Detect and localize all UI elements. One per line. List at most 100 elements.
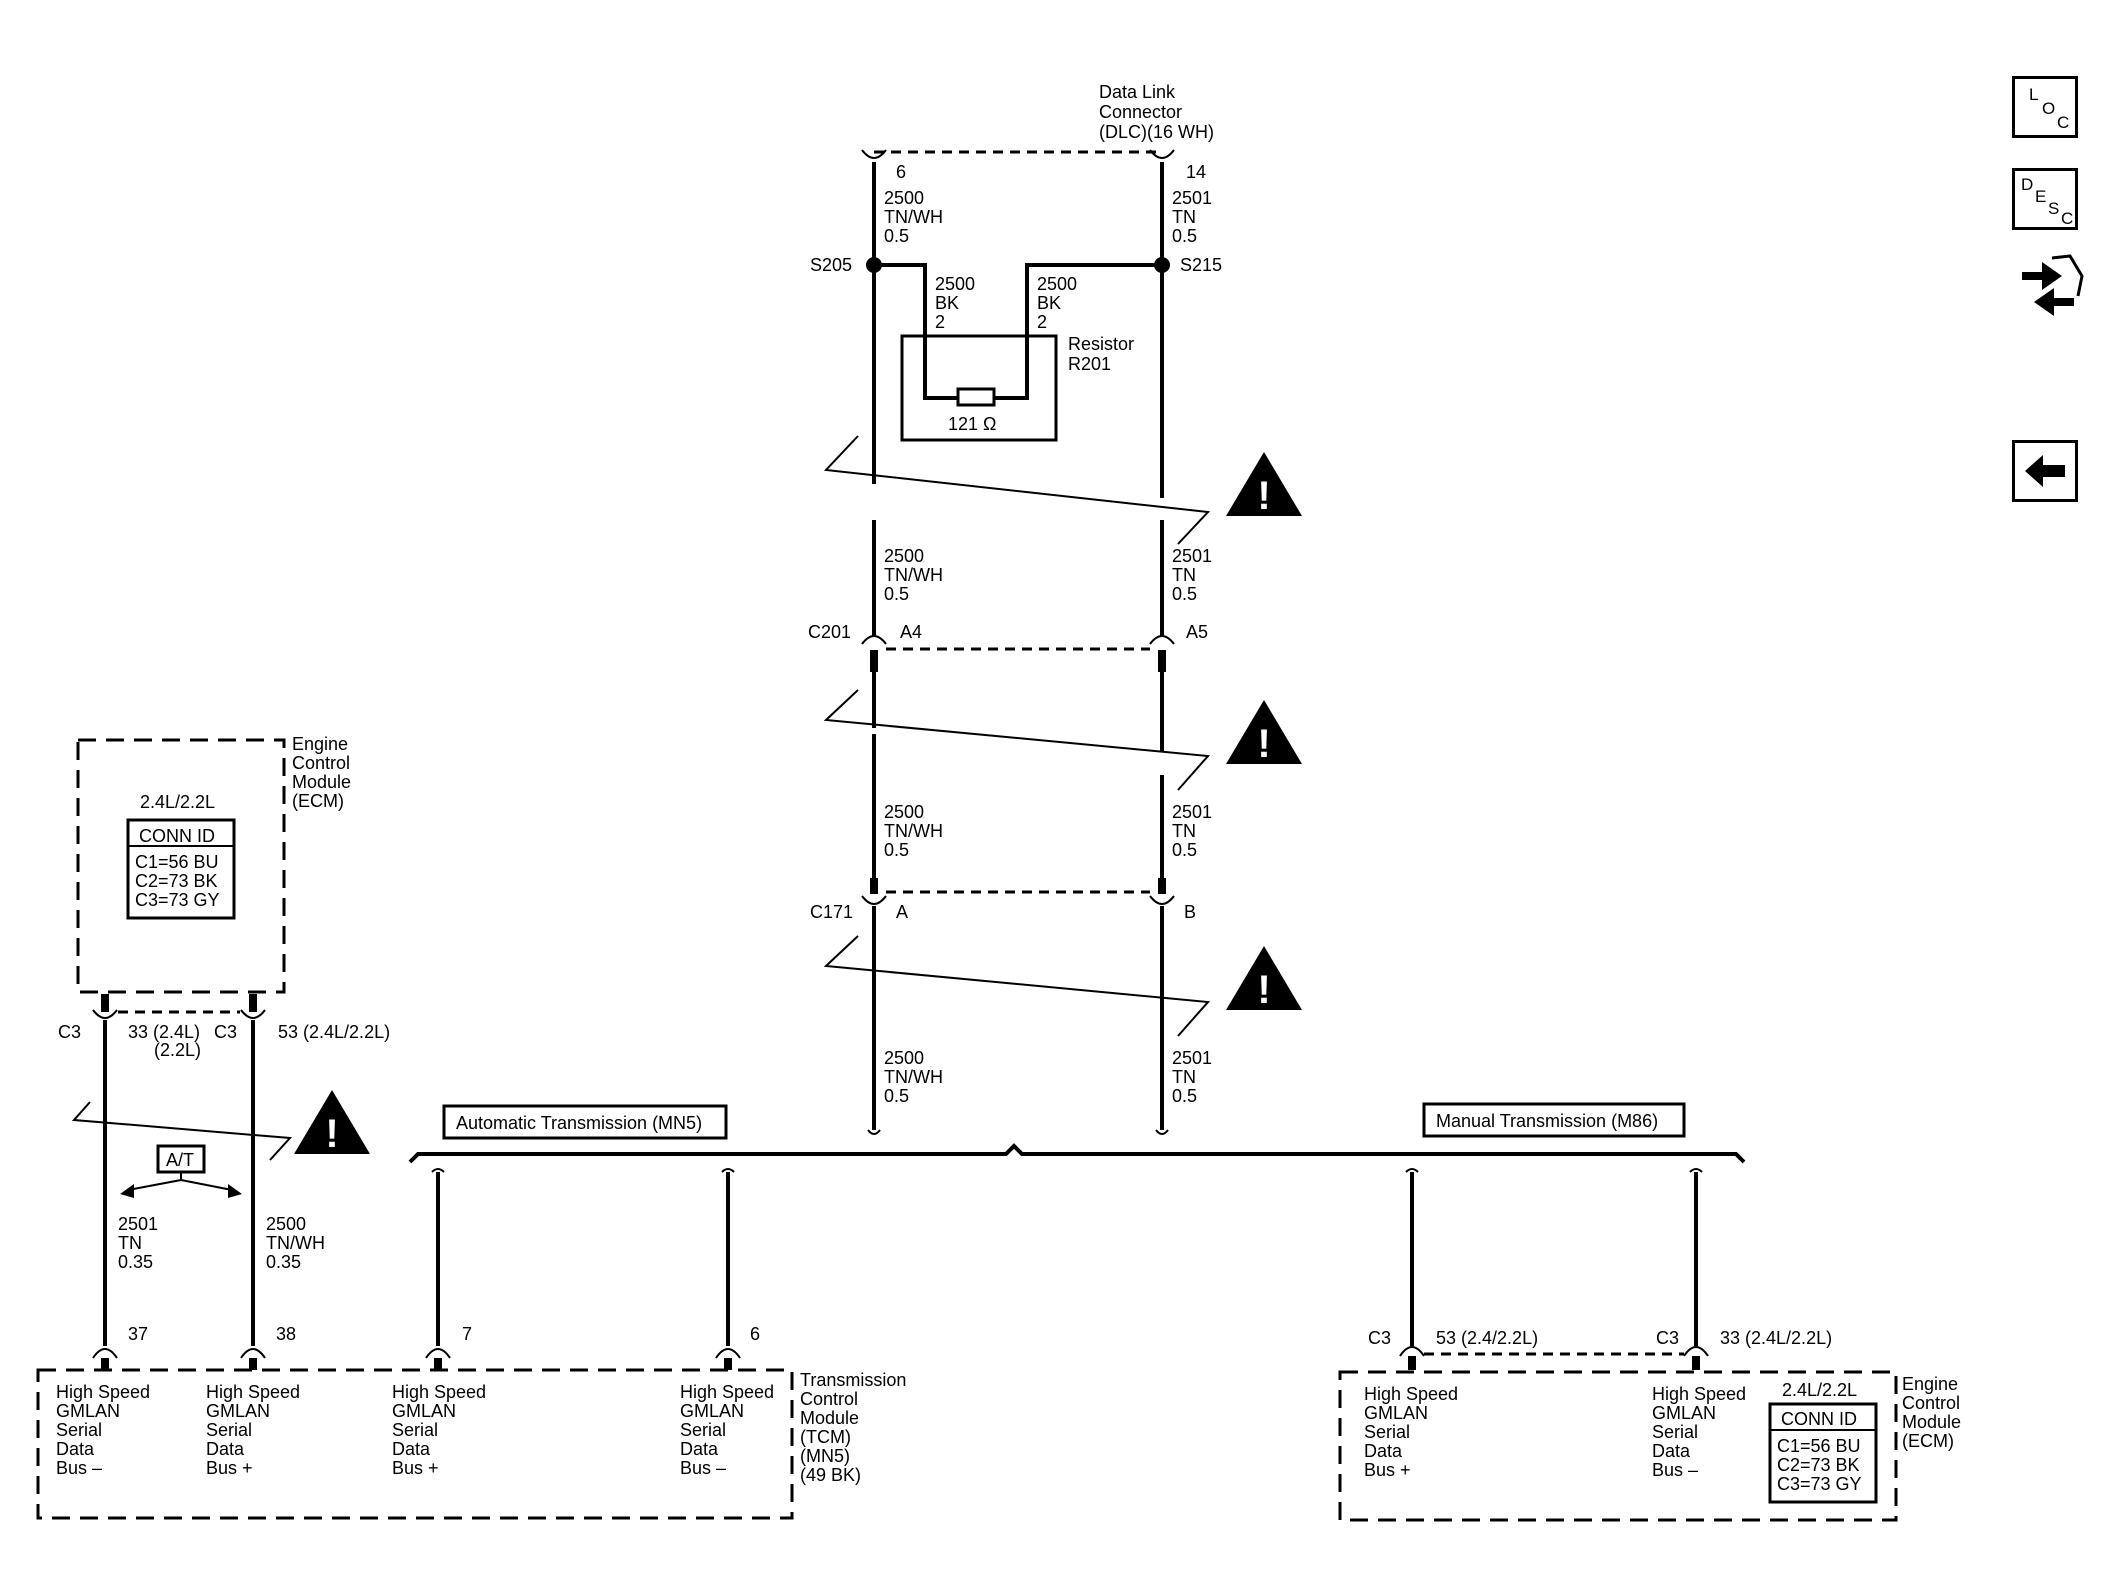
tcm-label-3-line-5: Bus +: [392, 1458, 439, 1478]
tcm-pin-38: 38: [276, 1324, 296, 1344]
ecm-right-conn-row-1: C1=56 BU: [1777, 1436, 1861, 1456]
dlc-pin-14-terminal: [1149, 149, 1175, 159]
loc-letter-l: L: [2029, 85, 2039, 104]
tcm-name-6: (49 BK): [800, 1465, 861, 1485]
c171-pin-b: B: [1184, 902, 1196, 922]
loc-letter-c: C: [2057, 113, 2070, 132]
at-option-box: [156, 1144, 206, 1174]
wire-right-gauge-1: 0.5: [1172, 226, 1197, 246]
branch-end-tcm-7: [431, 1168, 445, 1173]
resistor-inner-right: [995, 336, 1029, 400]
ecm-right-label-1-line-3: Serial: [1364, 1422, 1410, 1442]
dlc-label-1: Data Link: [1099, 82, 1176, 102]
wire-left-circuit-2: 2500: [884, 546, 924, 566]
c171-label: C171: [810, 902, 853, 922]
ecm-right-label-1-line-5: Bus +: [1364, 1460, 1411, 1480]
at-arrow-left-line: [127, 1172, 182, 1191]
ecm-left-pin-33-male: [101, 994, 109, 1012]
ecm-right-conn-row-2: C2=73 BK: [1777, 1455, 1860, 1475]
ecm-left-label-2: Control: [292, 753, 350, 773]
wire-end-left: [867, 1129, 881, 1135]
ecm-right-label-2-line-1: High Speed: [1652, 1384, 1746, 1404]
c171-pin-a: A: [896, 902, 908, 922]
tcm-label-2-line-4: Data: [206, 1439, 245, 1459]
tcm-pin-37-terminal: [92, 1348, 118, 1370]
tcm-label-3-line-1: High Speed: [392, 1382, 486, 1402]
at-wire-right-circuit: 2500: [266, 1214, 306, 1234]
ecm-left-pin-left-2: (2.2L): [154, 1040, 201, 1060]
tcm-label-2-line-2: GMLAN: [206, 1401, 270, 1421]
resistor-right-circuit: 2500: [1037, 274, 1077, 294]
wire-left-color-3: TN/WH: [884, 821, 943, 841]
ecm-right-conn-right: C3: [1656, 1328, 1679, 1348]
resistor-right-gauge: 2: [1037, 312, 1047, 332]
tcm-label-1-line-4: Data: [56, 1439, 95, 1459]
ecm-right-label-2-line-2: GMLAN: [1652, 1403, 1716, 1423]
ecm-right-label-2-line-4: Data: [1652, 1441, 1691, 1461]
tcm-pin-6-terminal: [715, 1348, 741, 1370]
tcm-label-3-line-3: Serial: [392, 1420, 438, 1440]
wire-left-gauge-3: 0.5: [884, 840, 909, 860]
ecm-left-conn-row-1: C1=56 BU: [135, 852, 219, 872]
desc-letter-d: D: [2021, 175, 2034, 194]
c201-female-right: [1149, 635, 1175, 645]
svg-text:!: !: [325, 1112, 338, 1156]
ecm-right-conn-title: CONN ID: [1781, 1409, 1857, 1429]
resistor-right-color: BK: [1037, 293, 1061, 313]
wire-right-circuit-2: 2501: [1172, 546, 1212, 566]
tcm-label-3-line-2: GMLAN: [392, 1401, 456, 1421]
svg-text:!: !: [1257, 722, 1270, 766]
branch-end-tcm-6: [721, 1168, 735, 1173]
wire-left-color-1: TN/WH: [884, 207, 943, 227]
branch-end-ecm-33: [1689, 1168, 1703, 1173]
dlc-pin-6: 6: [896, 162, 906, 182]
at-wire-right-gauge: 0.35: [266, 1252, 301, 1272]
component-connector-button[interactable]: [2012, 250, 2084, 334]
ecm-left-pin-53-male: [249, 994, 257, 1012]
ecm-right-pin-33-terminal: [1683, 1346, 1709, 1370]
tcm-name-2: Control: [800, 1389, 858, 1409]
tcm-label-2-line-3: Serial: [206, 1420, 252, 1440]
tcm-label-4-line-5: Bus –: [680, 1458, 726, 1478]
at-arrow-right-icon: [228, 1184, 242, 1198]
resistor-left-color: BK: [935, 293, 959, 313]
ecm-left-conn-right: C3: [214, 1022, 237, 1042]
wire-left-color-4: TN/WH: [884, 1067, 943, 1087]
ecm-right-pin-53-terminal: [1399, 1346, 1425, 1370]
dlc-label-3: (DLC)(16 WH): [1099, 122, 1214, 142]
wire-right-gauge-2: 0.5: [1172, 584, 1197, 604]
dlc-pin-6-terminal: [861, 149, 887, 159]
ecm-right-pin-left: 53 (2.4/2.2L): [1436, 1328, 1538, 1348]
tcm-label-4-line-1: High Speed: [680, 1382, 774, 1402]
wire-left-gauge-4: 0.5: [884, 1086, 909, 1106]
back-button[interactable]: [2012, 440, 2078, 502]
tcm-pin-6: 6: [750, 1324, 760, 1344]
tcm-pin-38-terminal: [240, 1348, 266, 1370]
resistor-element: [956, 387, 996, 407]
wire-left-circuit-4: 2500: [884, 1048, 924, 1068]
wire-right-circuit-4: 2501: [1172, 1048, 1212, 1068]
ecm-right-conn-row-3: C3=73 GY: [1777, 1474, 1862, 1494]
ecm-right-name-3: Module: [1902, 1412, 1961, 1432]
at-arrow-left-icon: [120, 1184, 134, 1198]
ecm-left-conn-id-box: [126, 818, 236, 920]
ecm-right-engine: 2.4L/2.2L: [1782, 1380, 1857, 1400]
wire-right-color-3: TN: [1172, 821, 1196, 841]
ecm-right-conn-left: C3: [1368, 1328, 1391, 1348]
wire-right-circuit-1: 2501: [1172, 188, 1212, 208]
wire-left-circuit-1: 2500: [884, 188, 924, 208]
resistor-left-gauge: 2: [935, 312, 945, 332]
option-manual-label: Manual Transmission (M86): [1436, 1111, 1658, 1131]
desc-letter-s: S: [2048, 199, 2060, 218]
ecm-left-engine: 2.4L/2.2L: [140, 792, 215, 812]
ecm-right-name-2: Control: [1902, 1393, 1960, 1413]
description-button[interactable]: D E S C: [2012, 168, 2078, 230]
splice-s215-label: S215: [1180, 255, 1222, 275]
location-button[interactable]: L O C: [2012, 76, 2078, 138]
tcm-label-4-line-2: GMLAN: [680, 1401, 744, 1421]
tcm-label-1-line-5: Bus –: [56, 1458, 102, 1478]
dlc-pin-14: 14: [1186, 162, 1206, 182]
resistor-label-2: R201: [1068, 354, 1111, 374]
c171-female-right: [1149, 895, 1175, 905]
ecm-left-pin-left-1: 33 (2.4L): [128, 1022, 200, 1042]
